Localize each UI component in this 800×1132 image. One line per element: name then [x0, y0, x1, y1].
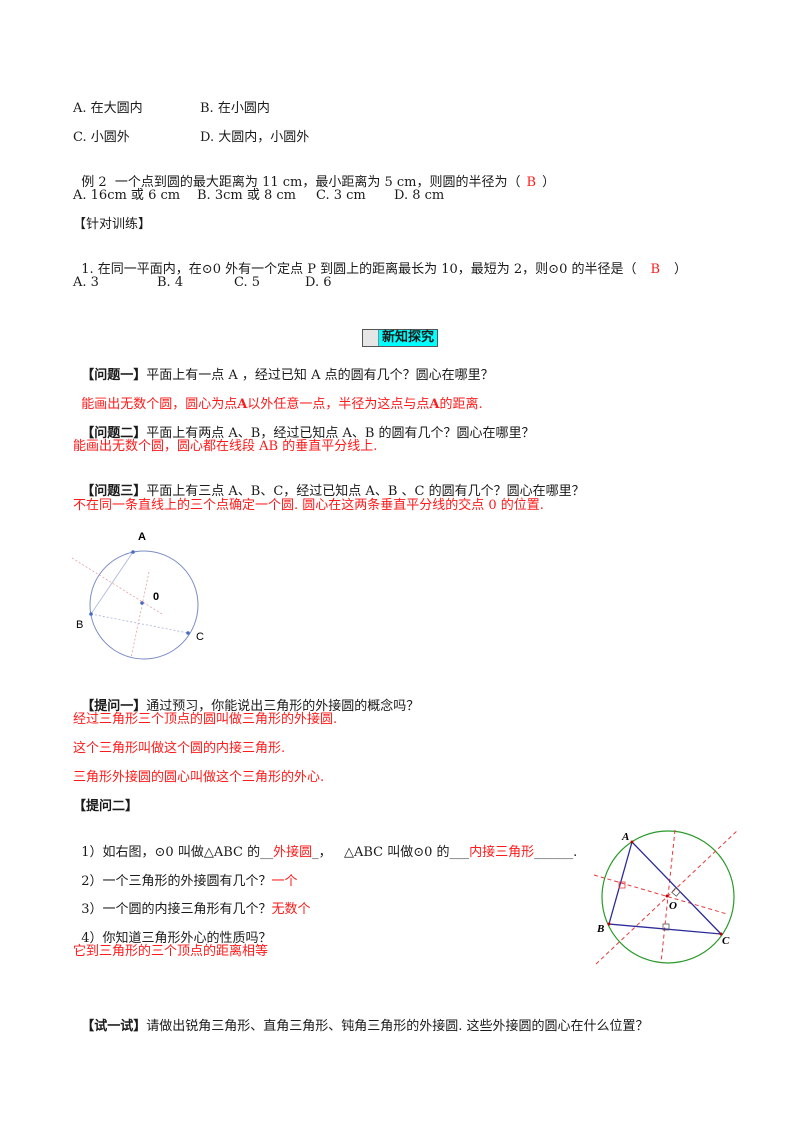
label-b: B: [76, 619, 83, 631]
label-c: C: [722, 935, 730, 947]
question-3: 【问题三】平面上有三点 A、B、C，经过已知点 A、B 、C 的圆有几个？圆心在…: [73, 468, 585, 500]
ask-1-answer-2: 这个三角形叫做这个圆的内接三角形.: [73, 741, 286, 756]
practice-option-d: D. 6: [305, 275, 332, 290]
question-2-label: 【问题二】: [81, 426, 147, 441]
item-text: 1）如右图，⊙0 叫做△ABC 的__: [81, 845, 274, 860]
ask-2-final-answer: 它到三角形的三个顶点的距离相等: [73, 944, 269, 959]
ask-1-answer-1: 经过三角形三个顶点的圆叫做三角形的外接圆.: [73, 712, 338, 727]
label-a: A: [138, 531, 146, 543]
example2-option-b: B. 3cm 或 8 cm: [197, 188, 296, 203]
section-header-box: [363, 330, 379, 346]
practice-question-text: 1. 在同一平面内，在⊙0 外有一个定点 P 到圆上的距离最长为 10，最短为 …: [81, 262, 637, 277]
point-o: [665, 894, 669, 898]
circumcircle: [601, 830, 735, 964]
section-title: 新知探究: [379, 330, 438, 346]
ask-2-item-3: 3）一个圆的内接三角形有几个？无数个: [73, 886, 311, 918]
bisector-ab: [593, 874, 728, 915]
example2-option-a: A. 16cm 或 6 cm: [73, 188, 181, 203]
option-b: B. 在小圆内: [200, 101, 270, 116]
example2-answer: B: [526, 175, 537, 190]
ask-2-item-2: 2）一个三角形的外接圆有几个？一个: [73, 858, 298, 890]
section-header: 新知探究: [362, 329, 439, 347]
example2-question-text: 例 2 一个点到圆的最大距离为 11 cm，最小距离为 5 cm，则圆的半径为（: [81, 175, 521, 190]
answer-part: 的距离.: [439, 397, 483, 412]
question-1: 【问题一】平面上有一点 A ，经过已知 A 点的圆有几个？圆心在哪里？: [73, 352, 494, 384]
label-o: 0: [153, 591, 159, 603]
figure-three-points-circle: A B C 0: [71, 531, 204, 660]
item-text: 4）你知道三角形外心的性质吗？: [81, 931, 272, 946]
answer-point-a: A: [237, 397, 248, 412]
ask-2-label: 【提问二】: [73, 799, 139, 814]
answer-point-a: A: [429, 397, 440, 412]
point-b: [607, 922, 611, 926]
point-a: [630, 840, 634, 844]
item-answer: 无数个: [271, 902, 311, 917]
triangle-abc: [608, 840, 723, 935]
point-a: [131, 550, 135, 554]
question-1-text: 平面上有一点 A ，经过已知 A 点的圆有几个？圆心在哪里？: [146, 368, 494, 383]
question-3-answer: 不在同一条直线上的三个点确定一个圆. 圆心在这两条垂直平分线的交点 0 的位置.: [73, 498, 544, 513]
question-1-answer: 能画出无数个圆，圆心为点A以外任意一点，半径为这点与点A的距离.: [73, 381, 483, 413]
item-text: ______.: [534, 845, 578, 860]
practice-option-b: B. 4: [157, 275, 184, 290]
item-answer: 一个: [271, 874, 298, 889]
try-it-text: 请做出锐角三角形、直角三角形、钝角三角形的外接圆. 这些外接圆的圆心在什么位置？: [146, 1019, 649, 1034]
bisector-ac: [595, 829, 739, 965]
question-2: 【问题二】平面上有两点 A、B，经过已知点 A、B 的圆有几个？圆心在哪里？: [73, 410, 535, 442]
answer-part: 能画出无数个圆，圆心为点: [81, 397, 238, 412]
label-a: A: [621, 831, 629, 843]
ask-1-label: 【提问一】: [81, 699, 147, 714]
chord-bc: [90, 613, 189, 634]
right-angle-mark: [618, 881, 626, 889]
question-2-text: 平面上有两点 A、B，经过已知点 A、B 的圆有几个？圆心在哪里？: [146, 426, 535, 441]
right-angle-mark: [662, 923, 670, 931]
item-text: _， △ABC 叫做⊙0 的___: [312, 845, 470, 860]
circle: [89, 550, 199, 660]
label-o: O: [669, 900, 677, 912]
ask-2-item-4: 4）你知道三角形外心的性质吗？: [73, 915, 272, 947]
ask-1: 【提问一】通过预习，你能说出三角形的外接圆的概念吗？: [73, 683, 419, 715]
point-o: [140, 601, 144, 605]
item-text: 3）一个圆的内接三角形有几个？: [81, 902, 272, 917]
question-3-text: 平面上有三点 A、B、C，经过已知点 A、B 、C 的圆有几个？圆心在哪里？: [146, 484, 585, 499]
point-c: [186, 631, 190, 635]
practice-answer: B: [650, 262, 661, 277]
point-b: [89, 612, 93, 616]
label-b: B: [596, 923, 604, 935]
figure-circumcircle: A B C O: [593, 829, 739, 965]
practice-option-c: C. 5: [234, 275, 261, 290]
practice-question: 1. 在同一平面内，在⊙0 外有一个定点 P 到圆上的距离最长为 10，最短为 …: [73, 246, 687, 278]
point-c: [719, 932, 723, 936]
question-1-label: 【问题一】: [81, 368, 147, 383]
example2-option-c: C. 3 cm: [316, 188, 366, 203]
option-c: C. 小圆外: [73, 130, 130, 145]
question-3-label: 【问题三】: [81, 484, 147, 499]
question-2-answer: 能画出无数个圆，圆心都在线段 AB 的垂直平分线上.: [73, 439, 378, 454]
bisector-ab: [71, 557, 163, 615]
ask-2-item-1: 1）如右图，⊙0 叫做△ABC 的__外接圆_， △ABC 叫做⊙0 的___内…: [73, 829, 577, 861]
ask-1-answer-3: 三角形外接圆的圆心叫做这个三角形的外心.: [73, 770, 325, 785]
option-d: D. 大圆内，小圆外: [200, 130, 310, 145]
practice-question-end: ）: [674, 262, 688, 277]
example2-question-end: ）: [542, 175, 556, 190]
chord-ab: [90, 551, 134, 615]
ask-1-text: 通过预习，你能说出三角形的外接圆的概念吗？: [146, 699, 420, 714]
bisector-bc: [130, 571, 150, 659]
label-c: C: [196, 631, 204, 643]
practice-heading: 【针对训练】: [73, 217, 152, 232]
right-angle-mark: [671, 887, 681, 897]
item-text: 2）一个三角形的外接圆有几个？: [81, 874, 272, 889]
example2-option-d: D. 8 cm: [394, 188, 445, 203]
try-it-label: 【试一试】: [81, 1019, 147, 1034]
item-answer: 内接三角形: [469, 845, 535, 860]
try-it: 【试一试】请做出锐角三角形、直角三角形、钝角三角形的外接圆. 这些外接圆的圆心在…: [73, 1003, 649, 1035]
item-answer: 外接圆: [273, 845, 313, 860]
practice-option-a: A. 3: [73, 275, 99, 290]
answer-part: 以外任意一点，半径为这点与点: [247, 397, 430, 412]
option-a: A. 在大圆内: [73, 101, 143, 116]
example2-question: 例 2 一个点到圆的最大距离为 11 cm，最小距离为 5 cm，则圆的半径为（…: [73, 159, 555, 191]
